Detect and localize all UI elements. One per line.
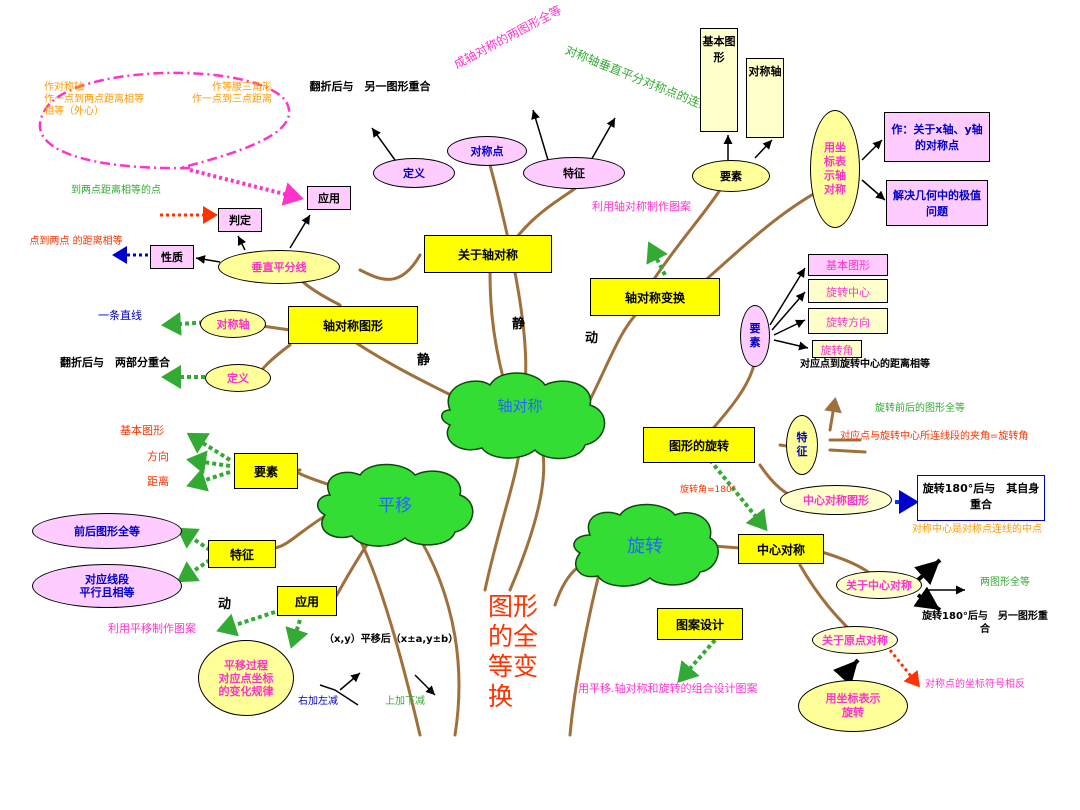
cloud-translate bbox=[316, 463, 474, 547]
rotation-el1-box: 基本图形 bbox=[808, 254, 888, 276]
cloud-axis bbox=[441, 372, 606, 460]
perp-bisector-oval: 垂直平分线 bbox=[218, 250, 340, 284]
rotation-el3-box: 旋转方向 bbox=[808, 308, 888, 334]
about-center-oval: 关于中心对称 bbox=[836, 571, 922, 599]
figure-rotation-box: 图形的旋转 bbox=[643, 427, 755, 463]
translation-feature-box: 特征 bbox=[208, 540, 276, 568]
central-figure-oval: 中心对称图形 bbox=[780, 485, 892, 515]
congruent-text: 两图形全等 bbox=[980, 577, 1030, 588]
pattern-text: 用平移.轴对称和旋转的组合设计图案 bbox=[578, 682, 758, 695]
make-pattern-text: 利用轴对称制作图案 bbox=[592, 200, 691, 213]
apply-note-2: 作等腰三角形 作一点到三点距离 bbox=[192, 82, 272, 105]
sym-axis-oval: 对称轴 bbox=[200, 310, 266, 338]
rotation-feat2: 对应点与旋转中心所连线段的夹角=旋转角 bbox=[840, 431, 1029, 442]
about-origin-oval: 关于原点对称 bbox=[812, 626, 898, 654]
axis-box: 对称轴 bbox=[746, 58, 784, 138]
apply-loop bbox=[38, 71, 291, 170]
rot180-text: 旋转180°后与 另一图形重合 bbox=[922, 611, 1048, 635]
translation-el1: 基本图形 bbox=[120, 424, 164, 437]
translation-formula: （x,y）平移后（x±a,y±b） bbox=[324, 634, 459, 645]
apply-note-1: 作对称轴 作一点到两点距离相等 相等（外心） bbox=[44, 82, 144, 117]
rotation-feature-oval: 特征 bbox=[786, 415, 818, 475]
central-title: 图形的全等变换 bbox=[488, 592, 539, 711]
judge-box: 判定 bbox=[218, 208, 262, 232]
pattern-design-box: 图案设计 bbox=[657, 608, 743, 640]
feature-oval: 特征 bbox=[523, 157, 625, 189]
rotation-coord-oval: 用坐标表示旋转 bbox=[798, 680, 908, 732]
fig-definition-oval: 定义 bbox=[205, 364, 271, 392]
coord-item-2-box: 解决几何中的极值问题 bbox=[886, 180, 988, 226]
translation-apply-box: 应用 bbox=[277, 586, 337, 616]
thick-black-arrows bbox=[833, 558, 965, 686]
apply-box: 应用 bbox=[307, 186, 351, 210]
judge-text: 到两点距离相等的点 bbox=[71, 185, 161, 196]
magenta-dotted-arrow bbox=[189, 168, 304, 206]
sign-text: 对称点的坐标符号相反 bbox=[925, 679, 1025, 690]
def-text: 翻折后与 另一图形重合 bbox=[309, 80, 431, 93]
translation-elements-box: 要素 bbox=[234, 453, 298, 489]
straight-line-text: 一条直线 bbox=[98, 309, 142, 322]
coord-axis-oval: 用坐标表示轴对称 bbox=[810, 110, 860, 228]
translation-feat1-oval: 前后图形全等 bbox=[32, 513, 182, 549]
angle-label: 旋转角=180° bbox=[680, 485, 737, 495]
translation-feat2-oval: 对应线段 平行且相等 bbox=[32, 564, 182, 608]
sym-point-oval: 对称点 bbox=[447, 136, 527, 166]
central-sym-box: 中心对称 bbox=[738, 534, 824, 564]
translation-el2: 方向 bbox=[147, 450, 169, 463]
black-arrows bbox=[195, 109, 886, 706]
axis-figure-box: 轴对称图形 bbox=[288, 306, 418, 344]
property-box: 性质 bbox=[150, 245, 194, 269]
central-text-box: 旋转180°后与 其自身重合 bbox=[917, 475, 1045, 521]
definition-oval: 定义 bbox=[373, 158, 455, 188]
red-dotted-arrow-origin bbox=[888, 649, 920, 688]
cloud-rotate-label: 旋转 bbox=[627, 536, 663, 557]
connector-dynamic-1: 动 bbox=[585, 331, 599, 346]
rotation-el2-box: 旋转中心 bbox=[808, 279, 888, 303]
translation-el3: 距离 bbox=[147, 475, 169, 488]
basic-figure-box: 基本图形 bbox=[700, 28, 738, 132]
central-note: 对称中心是对称点连线的中点 bbox=[912, 524, 1042, 535]
cloud-rotate bbox=[573, 503, 719, 587]
connector-static-1: 静 bbox=[512, 317, 526, 332]
translation-apply-text: 利用平移制作图案 bbox=[108, 622, 196, 635]
connector-static-2: 静 bbox=[417, 353, 431, 368]
elements-oval: 要素 bbox=[692, 160, 770, 192]
rotation-elements-oval: 要素 bbox=[740, 305, 770, 367]
up-down-text: 上加下减 bbox=[385, 696, 425, 707]
fig-def-text: 翻折后与 两部分重合 bbox=[60, 356, 170, 369]
rotation-el4-box: 旋转角 bbox=[812, 340, 862, 358]
cloud-translate-label: 平移 bbox=[378, 495, 412, 516]
rotation-el-note: 对应点到旋转中心的距离相等 bbox=[800, 359, 930, 370]
translation-rule-oval: 平移过程 对应点坐标 的变化规律 bbox=[198, 640, 294, 716]
cloud-axis-label: 轴对称 bbox=[497, 396, 543, 415]
about-axis-box: 关于轴对称 bbox=[424, 235, 552, 273]
connector-dynamic-2: 动 bbox=[218, 597, 232, 612]
property-text: 点到两点 的距离相等 bbox=[29, 236, 123, 247]
coord-item-1-box: 作：关于x轴、y轴的对称点 bbox=[884, 112, 990, 162]
axis-transform-box: 轴对称变换 bbox=[590, 278, 720, 316]
left-right-text: 右加左减 bbox=[298, 696, 338, 707]
rotation-feat1: 旋转前后的图形全等 bbox=[875, 403, 965, 414]
